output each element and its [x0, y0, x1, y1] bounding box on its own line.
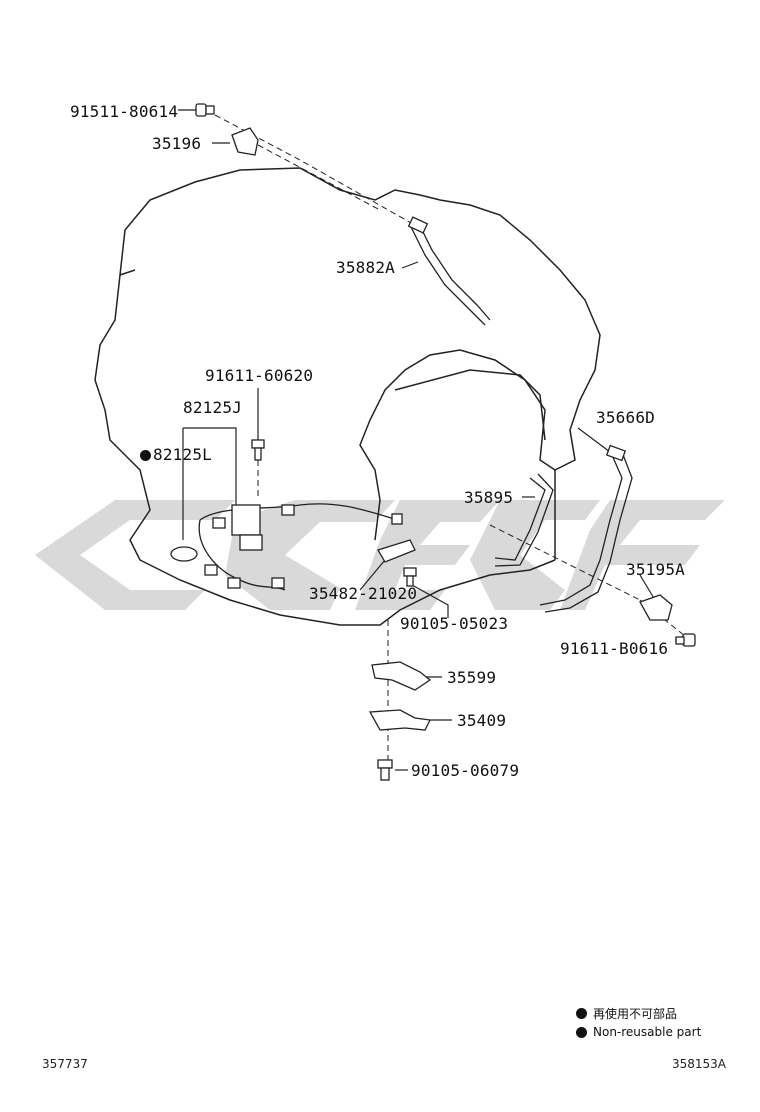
- legend-jp-text: 再使用不可部品: [593, 1007, 678, 1021]
- part-label: 91611-B0616: [560, 639, 669, 658]
- part-label: 35196: [152, 134, 202, 153]
- part-label: 35666D: [596, 408, 655, 427]
- hose-35882A: [407, 216, 491, 326]
- bracket-35482-21020: [377, 539, 416, 563]
- bolt-91611-60620: [251, 439, 265, 461]
- oring-82125L: [170, 546, 198, 562]
- transmission-case: [94, 167, 601, 626]
- legend-en-text: Non-reusable part: [593, 1025, 702, 1039]
- bolt-90105-05023: [403, 567, 417, 587]
- part-label: 35409: [457, 711, 507, 730]
- part-label: 82125J: [183, 398, 242, 417]
- watermark-logo: [35, 500, 725, 610]
- part-label: 91611-60620: [205, 366, 314, 385]
- pipe-35666D: [539, 444, 633, 613]
- part-label-non-reusable: 82125L: [140, 445, 212, 464]
- part-label: 35195A: [626, 560, 685, 579]
- non-reusable-marker-icon: [140, 450, 151, 461]
- part-label: 35482-21020: [309, 584, 418, 603]
- legend-jp: 再使用不可部品: [576, 1005, 677, 1022]
- clamp-35196: [231, 127, 259, 156]
- bracket-35409: [368, 709, 431, 731]
- sensor-82125J: [198, 503, 403, 591]
- bolt-91611-B0616: [675, 633, 696, 647]
- part-label: 90105-06079: [411, 761, 520, 780]
- clamp-35195A: [639, 594, 673, 621]
- pipe-35895: [494, 473, 554, 567]
- non-reusable-marker-icon: [576, 1026, 587, 1038]
- part-label: 91511-80614: [70, 102, 179, 121]
- part-label: 90105-05023: [400, 614, 509, 633]
- part-label: 35882A: [336, 258, 395, 277]
- bolt-90105-06079: [377, 759, 393, 781]
- bracket-35599: [371, 661, 432, 691]
- non-reusable-marker-icon: [576, 1008, 587, 1019]
- ref-right: 358153A: [672, 1057, 727, 1071]
- part-label: 35895: [464, 488, 514, 507]
- part-label: 82125L: [153, 445, 212, 464]
- part-label: 35599: [447, 668, 497, 687]
- ref-left: 357737: [42, 1057, 88, 1071]
- legend-en: Non-reusable part: [576, 1025, 701, 1039]
- bolt-91511-80614: [195, 103, 215, 117]
